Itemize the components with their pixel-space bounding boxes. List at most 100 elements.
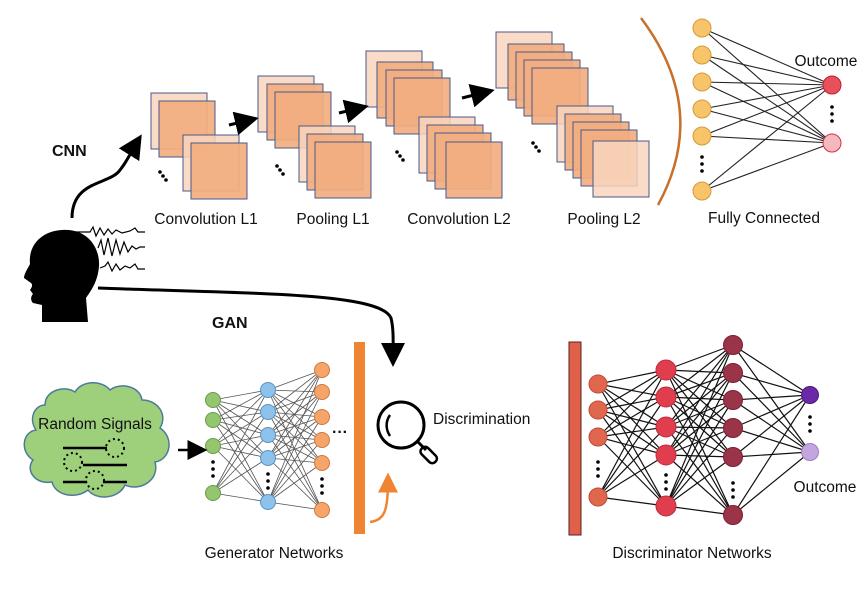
discriminator-hidden-ellipsis <box>664 487 668 491</box>
discriminator-hidden-ellipsis <box>664 480 668 484</box>
discriminator-input-ellipsis <box>596 467 600 471</box>
fc-node <box>692 99 712 119</box>
discriminator-networks-label: Discriminator Networks <box>612 545 772 562</box>
network-connection <box>212 389 269 494</box>
network-connection <box>665 372 734 507</box>
magnifier-icon <box>376 400 439 465</box>
fc-ellipsis <box>700 169 704 173</box>
fc-node <box>692 181 712 201</box>
network-connection <box>597 496 667 507</box>
fully-connected-label: Fully Connected <box>708 210 820 227</box>
network-connection <box>732 394 811 401</box>
brainwave-signal-icon <box>75 225 145 273</box>
network-connection <box>665 505 734 516</box>
network-connection <box>267 457 323 464</box>
network-connection <box>665 454 734 516</box>
network-connection <box>701 135 833 144</box>
discriminator-hidden-node <box>655 359 677 381</box>
generator-hidden-ellipsis <box>266 472 270 476</box>
network-connection <box>665 344 734 371</box>
cnn-arrow <box>70 134 142 219</box>
network-connection <box>701 84 833 192</box>
conv-l1-ellipsis <box>158 170 162 174</box>
discriminator-input-ellipsis <box>596 474 600 478</box>
network-connection <box>267 501 323 511</box>
network-connection <box>701 84 833 110</box>
generator-input-ellipsis <box>211 474 215 478</box>
network-connection <box>212 445 269 503</box>
network-connection <box>267 457 323 511</box>
fc-bracket-arc <box>639 17 682 206</box>
pool-l1-ellipsis <box>281 172 285 176</box>
network-connection <box>732 451 811 516</box>
conv-l2-feature-map <box>445 141 503 199</box>
discriminator-hidden2-ellipsis <box>731 495 735 499</box>
network-connection <box>267 439 323 459</box>
network-connection <box>701 54 833 86</box>
network-connection <box>701 81 833 144</box>
cnn-outcome-label: Outcome <box>795 53 858 70</box>
network-connection <box>597 426 667 438</box>
pool-l1-ellipsis <box>278 168 282 172</box>
network-connection <box>267 369 323 436</box>
network-connection <box>597 409 667 428</box>
network-connection <box>267 389 323 418</box>
discriminator-hidden2-node <box>723 363 743 383</box>
network-connection <box>732 394 811 516</box>
pool-l2-ellipsis <box>531 141 535 145</box>
network-connection <box>701 84 833 137</box>
discriminator-input-node <box>588 427 608 447</box>
generator-output-node <box>314 455 330 471</box>
cnn-outcome-ellipsis <box>830 112 834 116</box>
fc-ellipsis <box>700 162 704 166</box>
conv-l2-ellipsis <box>398 154 402 158</box>
conv-l1-ellipsis <box>161 174 165 178</box>
arrow-conv1-pool1 <box>228 111 259 136</box>
discriminator-hidden-node <box>655 495 677 517</box>
conv-l1-ellipsis <box>164 178 168 182</box>
cnn-outcome-ellipsis <box>830 105 834 109</box>
discriminator-hidden-node <box>655 444 677 466</box>
arrow-pool1-conv2 <box>338 99 369 124</box>
generator-input-ellipsis <box>211 460 215 464</box>
conv-l2-ellipsis <box>401 158 405 162</box>
network-connection <box>701 142 833 192</box>
discrimination-label: Discrimination <box>433 411 530 428</box>
generator-output-ellipsis <box>320 477 324 481</box>
discriminator-outcome-ellipsis <box>808 415 812 419</box>
network-connection <box>212 411 269 447</box>
generator-output-node <box>314 362 330 378</box>
network-connection <box>212 419 269 459</box>
network-connection <box>267 389 323 511</box>
network-connection <box>597 369 667 411</box>
network-connection <box>701 108 833 144</box>
generator-hidden-node <box>260 450 276 466</box>
generator-hidden-ellipsis <box>266 486 270 490</box>
discriminator-outcome-ellipsis <box>808 422 812 426</box>
network-connection <box>701 54 833 144</box>
generator-input-node <box>205 412 221 428</box>
network-connection <box>597 369 667 498</box>
network-connection <box>212 411 269 421</box>
gan-label: GAN <box>212 315 248 332</box>
network-connection <box>267 369 323 459</box>
fc-node <box>692 45 712 65</box>
network-connection <box>212 389 269 421</box>
discriminator-hidden2-node <box>723 335 743 355</box>
generator-hidden-node <box>260 404 276 420</box>
network-connection <box>665 344 734 428</box>
network-connection <box>732 372 811 453</box>
network-connection <box>732 372 811 396</box>
generator-output-ellipsis <box>320 484 324 488</box>
generator-input-node <box>205 485 221 501</box>
network-connection <box>665 396 734 401</box>
discriminator-outcome-node <box>801 443 819 461</box>
network-connection <box>732 344 811 453</box>
random-signals-label: Random Signals <box>38 416 152 433</box>
discriminator-hidden2-node <box>723 505 743 525</box>
generator-output-node <box>314 409 330 425</box>
cloud-icon <box>23 382 170 498</box>
conv-l1-feature-map <box>190 142 248 200</box>
